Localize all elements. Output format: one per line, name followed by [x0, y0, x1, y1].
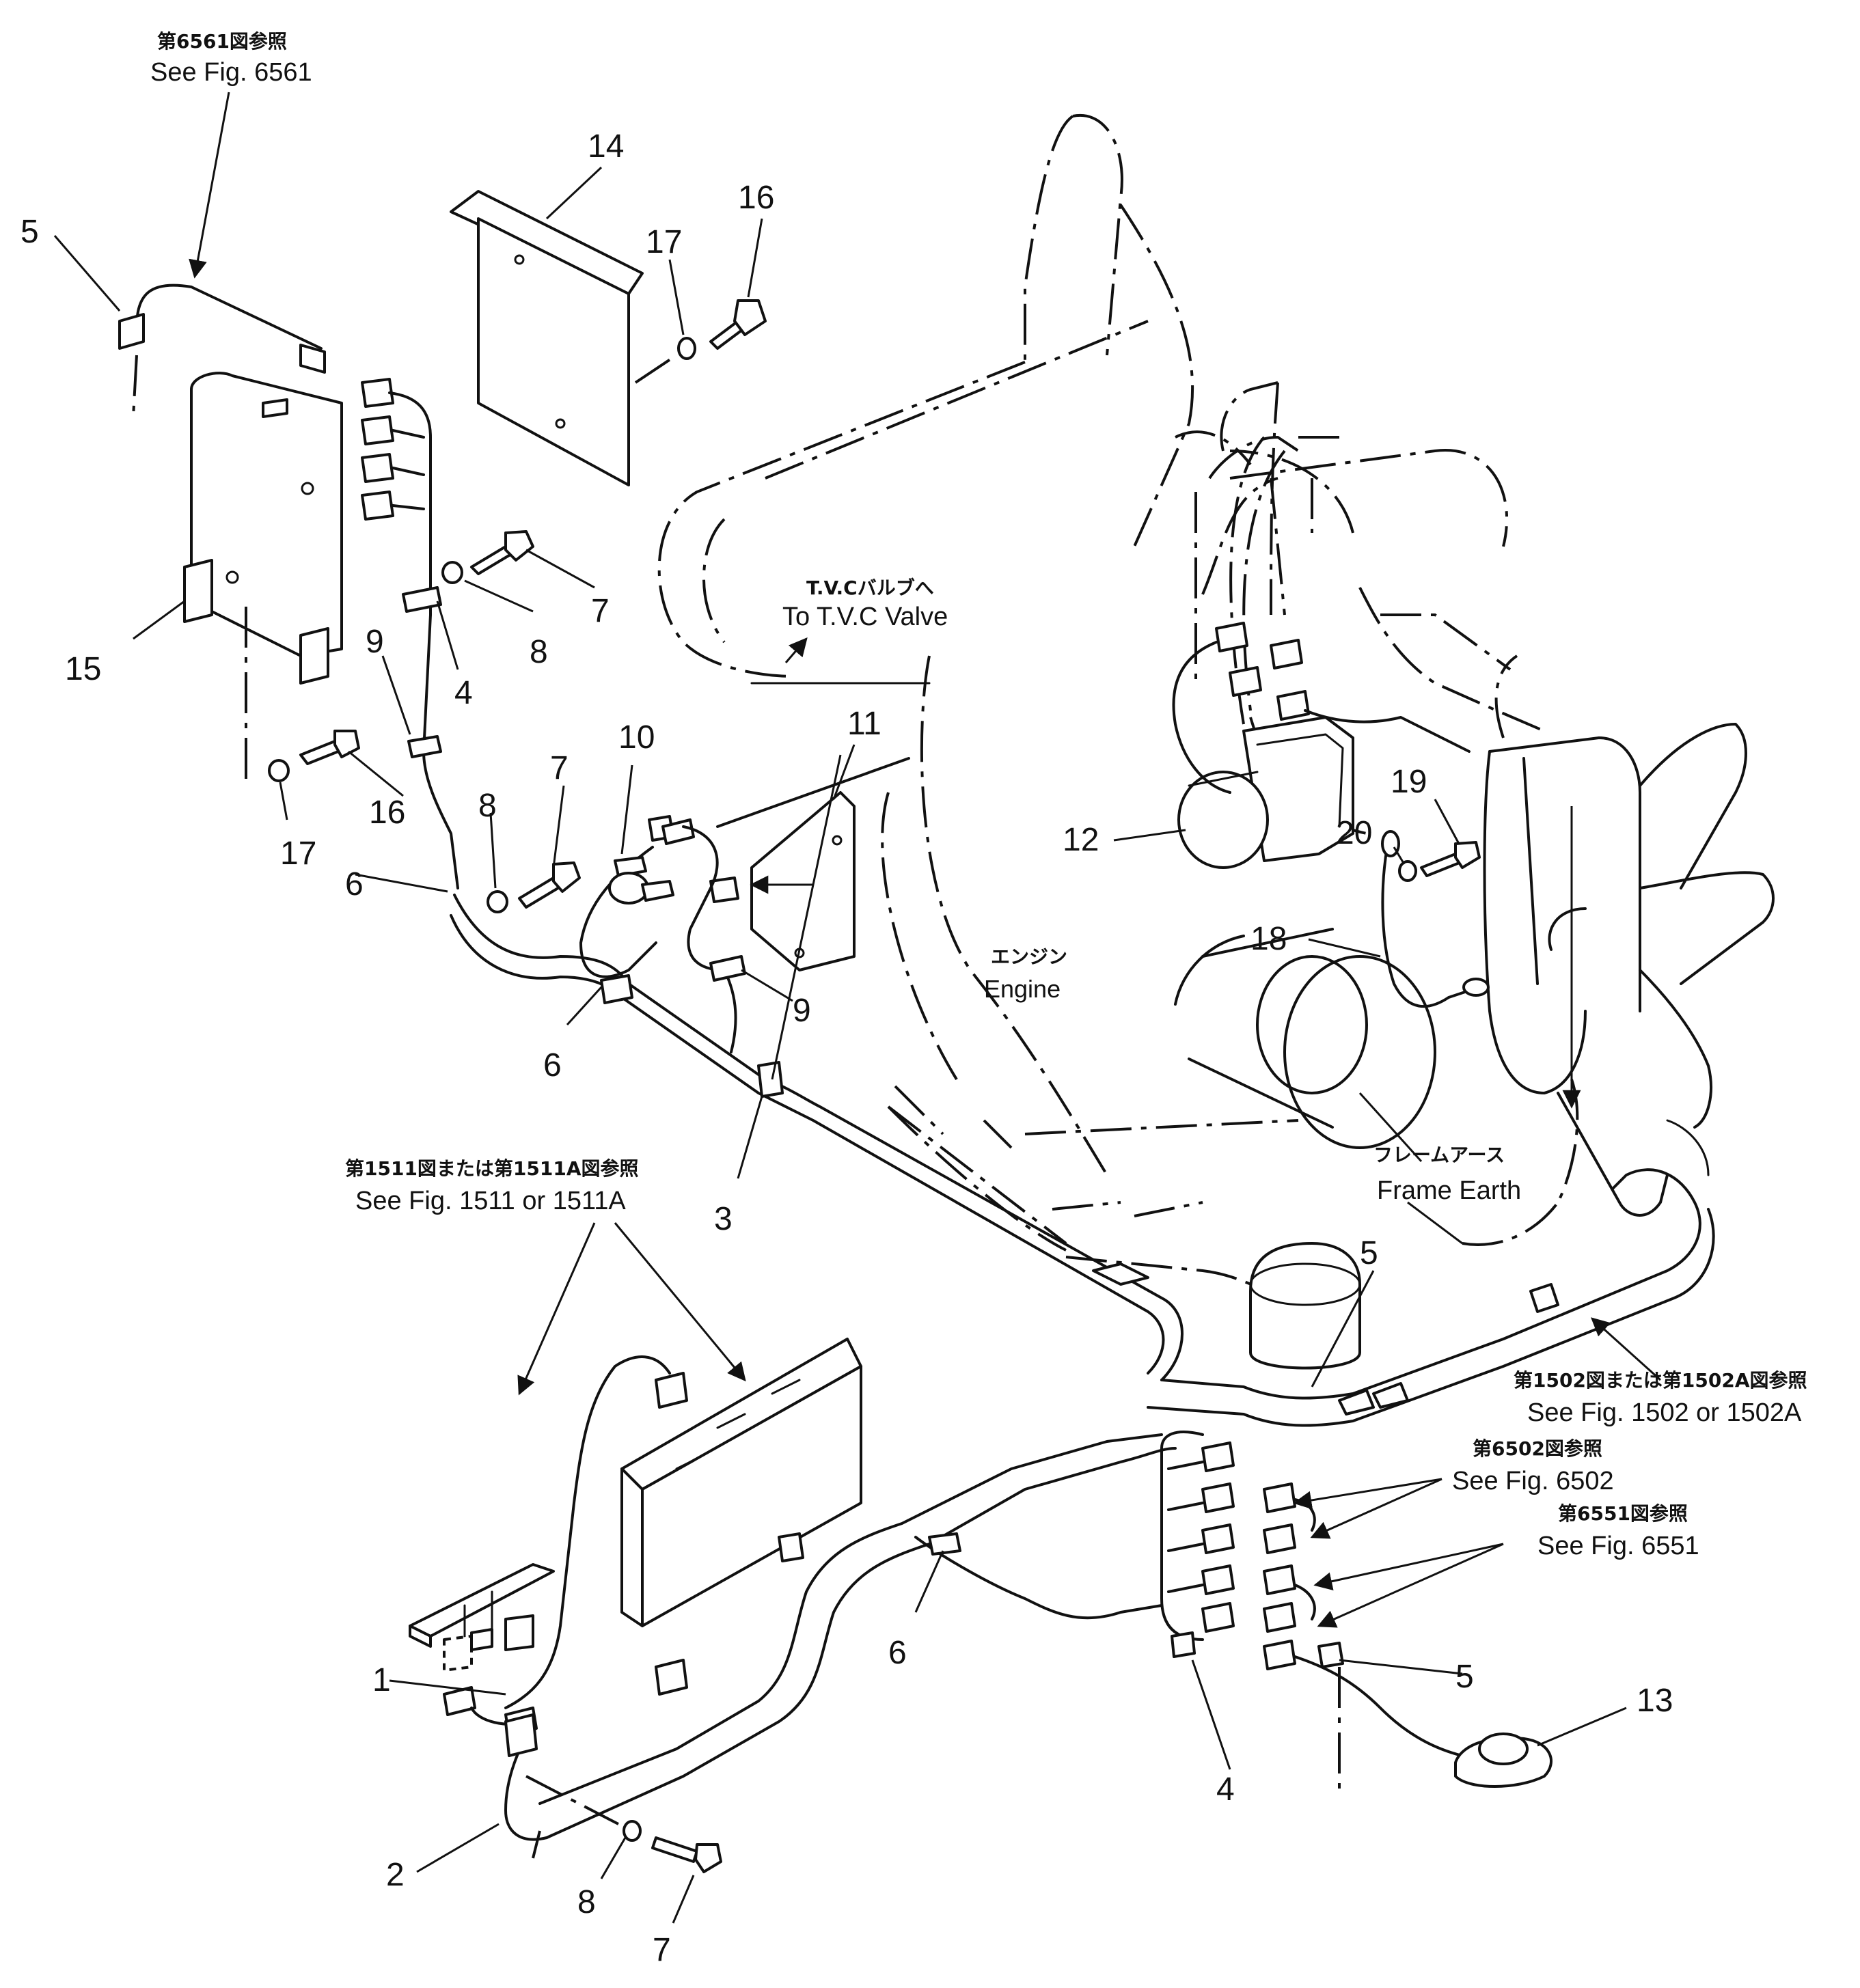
callout-5: 5	[1455, 1659, 1474, 1695]
tvc-label-en: To T.V.C Valve	[782, 603, 948, 631]
reservoir	[1249, 1242, 1361, 1370]
connector-strip	[409, 1563, 555, 1672]
callout-7: 7	[550, 750, 569, 786]
sensor-13	[1454, 1732, 1553, 1788]
callout-6: 6	[543, 1047, 562, 1083]
callout-8: 8	[478, 788, 497, 824]
callout-3: 3	[714, 1201, 733, 1237]
earth-wire-18	[1381, 830, 1490, 1008]
engine-label-jp: エンジン	[991, 945, 1067, 968]
tvc-label-jp: T.V.Cバルブへ	[806, 577, 934, 599]
leader-lines	[53, 92, 1662, 1924]
cover-14	[450, 190, 644, 486]
ref-1511-en: See Fig. 1511 or 1511A	[355, 1187, 626, 1215]
engine-drum	[1174, 928, 1436, 1149]
callout-9: 9	[793, 993, 811, 1029]
earth-harness-top	[1172, 622, 1471, 794]
callout-13: 13	[1637, 1683, 1673, 1719]
callout-9: 9	[366, 624, 384, 660]
harness-6561	[118, 284, 326, 417]
ref-6551-jp: 第6551図参照	[1558, 1502, 1688, 1525]
bolt-7-upper	[441, 530, 534, 584]
callout-7: 7	[591, 593, 610, 629]
callout-4: 4	[1216, 1771, 1235, 1808]
engine-component-12	[1177, 716, 1354, 869]
connector-bank	[1160, 1431, 1464, 1790]
callout-14: 14	[588, 128, 624, 165]
harness-mid	[579, 815, 746, 1053]
bolt-19	[1398, 841, 1481, 882]
callout-12: 12	[1063, 822, 1099, 858]
callout-10: 10	[618, 719, 655, 756]
callout-5: 5	[1360, 1235, 1378, 1271]
callout-16: 16	[369, 795, 405, 831]
ref-6561-en: See Fig. 6561	[150, 58, 312, 87]
connector-stack	[361, 378, 459, 889]
callout-4: 4	[454, 675, 473, 711]
harness-1	[443, 1355, 1177, 1859]
main-harness	[450, 894, 1715, 1427]
bolt-7-lower	[525, 1775, 722, 1873]
callout-17: 17	[646, 224, 682, 260]
bolt-7-mid	[487, 861, 581, 913]
ref-6551-en: See Fig. 6551	[1537, 1532, 1699, 1560]
callout-6: 6	[888, 1635, 907, 1671]
callout-16: 16	[738, 180, 774, 216]
bracket-11	[716, 682, 931, 971]
ref-6502-jp: 第6502図参照	[1473, 1437, 1602, 1460]
callout-7: 7	[653, 1932, 671, 1968]
ref-1511-jp: 第1511図または第1511A図参照	[345, 1157, 639, 1180]
ref-1502-jp: 第1502図または第1502A図参照	[1514, 1369, 1807, 1392]
ref-1502-en: See Fig. 1502 or 1502A	[1527, 1398, 1802, 1427]
callout-5: 5	[20, 214, 39, 250]
callout-1: 1	[372, 1662, 391, 1698]
callout-19: 19	[1391, 764, 1427, 800]
callout-11: 11	[847, 706, 881, 742]
callout-8: 8	[530, 634, 548, 670]
callout-8: 8	[577, 1884, 596, 1920]
bolt-16-top	[634, 299, 767, 384]
callout-17: 17	[280, 836, 316, 872]
callout-6: 6	[345, 866, 364, 902]
radiator-fan	[1483, 723, 1775, 1217]
callout-20: 20	[1336, 815, 1372, 851]
frame-earth-label-en: Frame Earth	[1377, 1176, 1521, 1205]
engine-outline	[657, 113, 1579, 1340]
callout-numbers: 5 14 17 16 15 7 8 4 9 16 17 6 8 7 10 11 …	[20, 128, 1673, 1968]
ref-6502-en: See Fig. 6502	[1452, 1467, 1614, 1495]
ref-6561-jp: 第6561図参照	[157, 30, 287, 53]
callout-18: 18	[1250, 921, 1287, 957]
engine-label-en: Engine	[984, 975, 1061, 1003]
callout-2: 2	[386, 1857, 405, 1893]
frame-earth-label-jp: フレームアース	[1373, 1144, 1505, 1166]
bracket-15	[183, 372, 343, 685]
callout-15: 15	[65, 651, 101, 687]
controller-box	[620, 1338, 862, 1627]
